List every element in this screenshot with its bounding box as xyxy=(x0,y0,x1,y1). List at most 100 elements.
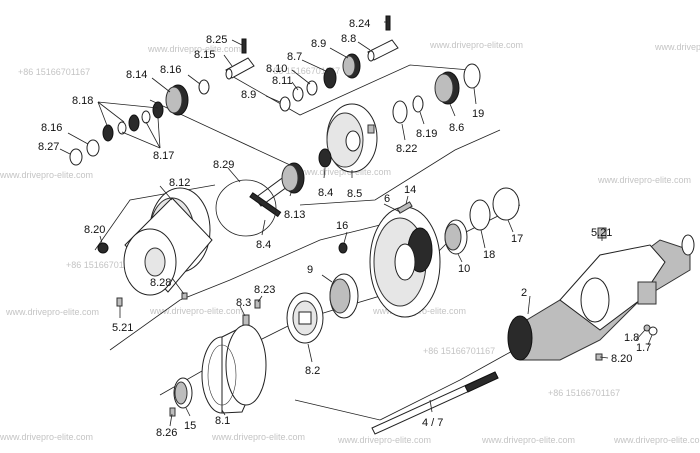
label-8-24: 8.24 xyxy=(349,18,370,30)
label-8-11: 8.11 xyxy=(272,75,293,87)
label-9: 9 xyxy=(307,264,313,276)
part-8-27-ring xyxy=(69,148,83,166)
part-19-ring xyxy=(463,63,481,89)
watermark-site: www.drivepro-elite.com xyxy=(0,170,93,180)
part-8-1-ring-gear xyxy=(201,324,267,414)
label-8-4: 8.4 xyxy=(318,187,333,199)
label-4-7: 4 / 7 xyxy=(422,417,443,429)
label-1-7: 1.7 xyxy=(636,342,651,354)
label-8-16: 8.16 xyxy=(160,64,181,76)
part-17-ring xyxy=(492,187,520,221)
part-16-nut xyxy=(338,242,348,254)
label-18: 18 xyxy=(483,249,495,261)
part-8-16-washer-top xyxy=(198,79,210,95)
label-6: 6 xyxy=(384,193,390,205)
part-8-24-pin xyxy=(385,15,391,31)
part-8-9-washer xyxy=(279,96,291,112)
label-8-16-lower: 8.16 xyxy=(41,122,62,134)
label-8-18: 8.18 xyxy=(72,95,93,107)
label-8-9-lower: 8.9 xyxy=(241,89,256,101)
part-8-29-oring xyxy=(215,179,277,237)
watermark-site: www.drivepro-elite.com xyxy=(481,435,575,445)
part-1-7-nut xyxy=(648,326,658,336)
watermark-phone: +86 15166701167 xyxy=(423,346,495,356)
part-8-12-motor-housing xyxy=(123,187,213,296)
part-8-2-planet-carrier xyxy=(286,292,324,344)
watermark-site: www.drivepro-elite.com xyxy=(337,435,431,445)
label-8-9: 8.9 xyxy=(311,38,326,50)
label-1-8: 1.8 xyxy=(624,332,639,344)
label-8-17: 8.17 xyxy=(153,150,174,162)
watermark-site: www.drivepro-elite.com xyxy=(5,307,99,317)
part-8-19-ring xyxy=(412,95,424,113)
part-8-28-bolt xyxy=(181,292,188,300)
part-4-7-axle-shaft xyxy=(371,371,499,435)
label-8-1: 8.1 xyxy=(215,415,230,427)
part-8-5-planet-carrier xyxy=(326,103,378,173)
label-8-2: 8.2 xyxy=(305,365,320,377)
part-5-21-bolt xyxy=(116,297,123,307)
label-14: 14 xyxy=(404,184,416,196)
label-8-3: 8.3 xyxy=(236,297,251,309)
part-8-11-ring xyxy=(292,86,304,102)
label-8-6: 8.6 xyxy=(449,122,464,134)
label-8-25: 8.25 xyxy=(206,34,227,46)
label-15: 15 xyxy=(184,420,196,432)
label-8-15: 8.15 xyxy=(194,49,215,61)
part-8-3-bolt xyxy=(242,314,250,326)
label-17: 17 xyxy=(511,233,523,245)
part-2-axle-housing xyxy=(507,234,695,361)
part-18-seal xyxy=(469,199,491,231)
label-8-29: 8.29 xyxy=(213,159,234,171)
label-8-26: 8.26 xyxy=(156,427,177,439)
part-8-13-sun-shaft xyxy=(254,162,305,207)
part-8-4-gear xyxy=(318,148,332,168)
part-6-wheel-hub xyxy=(369,206,441,318)
leader-lines xyxy=(59,21,653,427)
watermark-site: www.drivepro-elite.com xyxy=(211,432,305,442)
label-2: 2 xyxy=(521,287,527,299)
part-10-bearing xyxy=(444,219,468,255)
part-8-22-ring xyxy=(392,100,408,124)
label-8-10: 8.10 xyxy=(266,63,287,75)
watermark-site: www.drivepro-elite.com xyxy=(597,175,691,185)
part-8-4-shaft xyxy=(249,192,282,218)
label-8-27: 8.27 xyxy=(38,141,59,153)
label-8-20: 8.20 xyxy=(84,224,105,236)
part-15-seal xyxy=(173,377,193,409)
label-8-4-shaft: 8.4 xyxy=(256,239,271,251)
label-5-21: 5.21 xyxy=(112,322,133,334)
label-8-13: 8.13 xyxy=(284,209,305,221)
part-8-26-bolt xyxy=(169,407,176,417)
part-8-7-gear xyxy=(323,67,337,89)
watermark-phone: +86 15166701167 xyxy=(18,67,90,77)
watermark-site: www.drivepro-elite.com xyxy=(0,432,93,442)
part-8-18-bearings xyxy=(102,101,164,142)
part-8-14-gear xyxy=(165,84,189,116)
label-19: 19 xyxy=(472,108,484,120)
label-16: 16 xyxy=(336,220,348,232)
watermark-site: www.drivepro-elite.com xyxy=(149,306,243,316)
part-8-10-ring xyxy=(306,80,318,96)
label-8-12: 8.12 xyxy=(169,177,190,189)
part-8-20-plug xyxy=(97,242,109,254)
watermark-phone: +86 15166701167 xyxy=(66,260,138,270)
watermark-phone: +86 15166701167 xyxy=(268,66,340,76)
label-8-14: 8.14 xyxy=(126,69,147,81)
label-8-7: 8.7 xyxy=(287,51,302,63)
watermark-site: www.drivepro-elite.com xyxy=(297,167,391,177)
part-8-9-gear-top xyxy=(342,53,361,79)
part-8-6-gear xyxy=(434,71,460,105)
part-8-16-washer xyxy=(86,139,100,157)
part-8-15-shaft xyxy=(225,57,255,80)
watermark-site: www.drivepro-elite.com xyxy=(613,435,700,445)
label-8-28: 8.28 xyxy=(150,277,171,289)
watermark-phone: +86 15166701167 xyxy=(548,388,620,398)
label-8-8: 8.8 xyxy=(341,33,356,45)
callout-labels: 8.24 8.25 8.15 8.16 8.14 8.9 8.8 8.7 8.1… xyxy=(38,18,651,439)
watermark-site: www.drivepro-elite.com xyxy=(147,44,241,54)
watermark-layer: +86 15166701167 www.drivepro-elite.com w… xyxy=(0,40,700,445)
label-8-5: 8.5 xyxy=(347,188,362,200)
label-8-19: 8.19 xyxy=(416,128,437,140)
label-8-22: 8.22 xyxy=(396,143,417,155)
